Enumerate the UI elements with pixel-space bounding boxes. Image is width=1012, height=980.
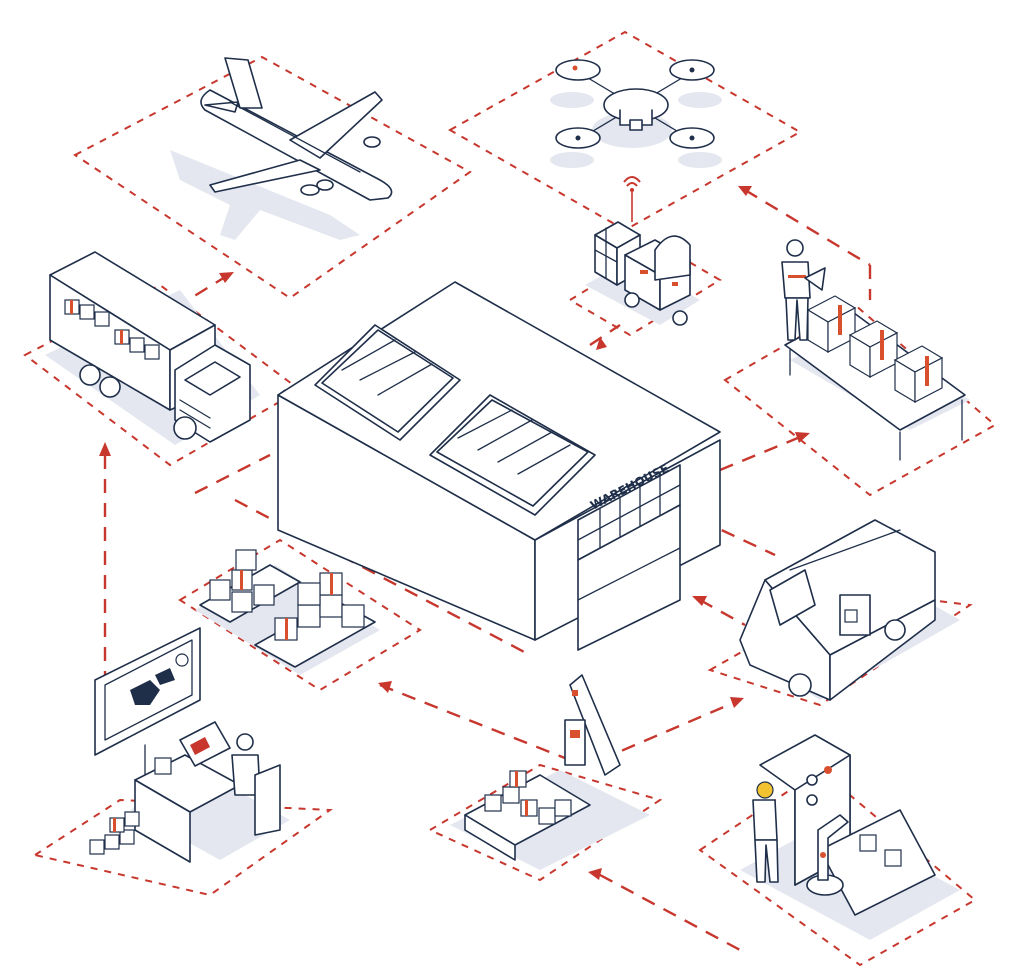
pallet-boxes (209, 549, 365, 641)
delivery-truck-icon (45, 251, 260, 445)
packing-worker-icon (781, 239, 970, 461)
pallets-icon (195, 549, 380, 675)
tile-control-desk (32, 798, 333, 897)
courier-van-icon (739, 519, 960, 701)
desk-pallet-boxes (89, 811, 140, 855)
conveyor-robot-icon (740, 734, 960, 940)
operator-person (231, 733, 281, 836)
wifi-icon (623, 176, 641, 222)
worker-person (781, 239, 826, 341)
technician-person (752, 781, 779, 883)
cargo-boxes (64, 299, 160, 360)
tile-airplane (73, 55, 472, 300)
robot-arm (806, 814, 849, 896)
drone-icon (550, 59, 722, 168)
tile-pallets (178, 538, 422, 692)
tile-van (707, 588, 973, 707)
roof-skylights (314, 324, 596, 516)
jack-boxes (484, 770, 572, 825)
parcel-boxes (806, 295, 944, 404)
warehouse-sign: WAREHOUSE (577, 461, 681, 561)
airplane-icon (170, 57, 393, 240)
control-desk-icon (89, 627, 290, 863)
pallet-jack-icon (450, 674, 650, 870)
forklift-robot-icon (585, 176, 700, 326)
warehouse-building-icon: WAREHOUSE (277, 281, 721, 651)
